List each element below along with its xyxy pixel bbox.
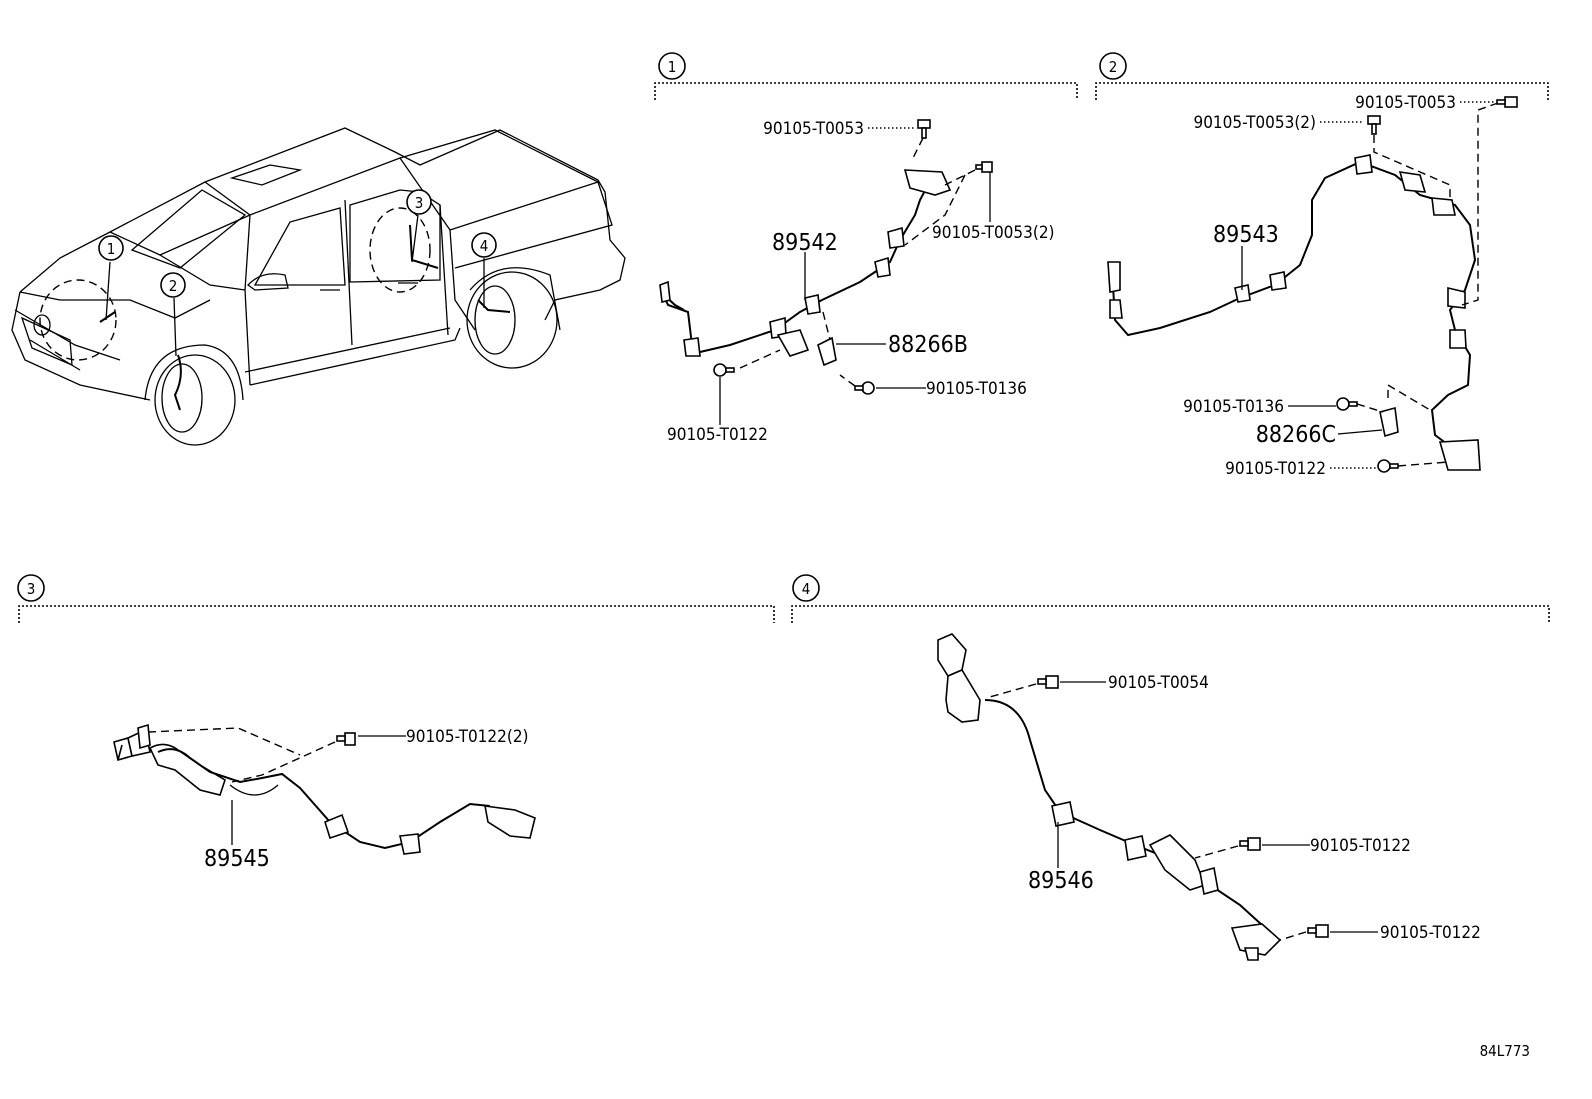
- bolt-top-icon: [1367, 115, 1381, 135]
- sensor-wire-89546: [984, 699, 1263, 926]
- truck-callout-2: [160, 272, 186, 298]
- group-1: 1: [654, 52, 1078, 445]
- group-2: 2: [1095, 52, 1549, 479]
- label-89542: 89542: [772, 230, 838, 256]
- group-2-callout-label: 2: [1109, 58, 1118, 76]
- label-89543: 89543: [1213, 222, 1279, 248]
- bolt-icon: [336, 732, 356, 746]
- group-3-bracket: [18, 605, 775, 623]
- group-3: 3 90105-T0122(2) 89545: [17, 574, 775, 872]
- group-1-callout: [658, 52, 686, 80]
- truck-callout-1: [98, 235, 124, 261]
- bolt-bottom-icon: [1307, 924, 1329, 938]
- truck-callout-4: [471, 232, 497, 258]
- bracket-89545: [148, 743, 226, 796]
- label-90105-t0053: 90105-T0053: [763, 119, 864, 139]
- group-3-callout: [17, 574, 45, 602]
- group-2-bracket: [1095, 82, 1549, 100]
- bolt-bracket-icon: [854, 381, 875, 395]
- group-1-callout-label: 1: [668, 58, 677, 76]
- label-90105-t0136: 90105-T0136: [926, 379, 1027, 399]
- label-90105-t0053: 90105-T0053: [1355, 93, 1456, 113]
- bolt-bottom-icon: [713, 363, 735, 377]
- group-4-callout: [792, 574, 820, 602]
- label-90105-t0122-bottom: 90105-T0122: [1380, 923, 1481, 943]
- bolt-top-icon: [1037, 675, 1059, 689]
- truck-callout-4-label: 4: [480, 237, 489, 255]
- label-90105-t0054: 90105-T0054: [1108, 673, 1209, 693]
- label-89546: 89546: [1028, 868, 1094, 894]
- label-90105-t0136: 90105-T0136: [1183, 397, 1284, 417]
- sensor-wire-89543: [1111, 160, 1477, 451]
- bracket-88266c: [1379, 406, 1399, 438]
- group-4: 4 90105-T0054 90105-T0122: [791, 574, 1550, 961]
- truck-callout-3: [406, 189, 432, 215]
- bolt-top-icon: [917, 119, 931, 139]
- truck-callout-2-label: 2: [169, 277, 178, 295]
- group-4-bracket: [791, 605, 1550, 623]
- label-90105-t0122: 90105-T0122: [1225, 459, 1326, 479]
- label-88266b: 88266B: [888, 332, 968, 358]
- bracket-88266b: [817, 336, 837, 367]
- bracket-top-89546: [945, 668, 981, 723]
- group-3-callout-label: 3: [27, 580, 36, 598]
- truck-callout-3-label: 3: [415, 194, 424, 212]
- sensor-wire-89542: [661, 179, 936, 354]
- group-2-callout: [1099, 52, 1127, 80]
- label-90105-t0122-2: 90105-T0122(2): [406, 727, 529, 747]
- bolt-right-icon: [975, 161, 993, 173]
- label-89545: 89545: [204, 846, 270, 872]
- group-1-bracket: [654, 82, 1078, 100]
- label-90105-t0122: 90105-T0122: [667, 425, 768, 445]
- label-90105-t0053-2: 90105-T0053(2): [932, 223, 1055, 243]
- bolt-bracket-icon: [1336, 397, 1358, 411]
- label-90105-t0122-mid: 90105-T0122: [1310, 836, 1411, 856]
- bolt-bottom-icon: [1377, 459, 1399, 473]
- truck-illustration: 1 2 3 4: [11, 127, 626, 446]
- label-90105-t0053-2: 90105-T0053(2): [1193, 113, 1316, 133]
- sensor-wire-89545: [157, 748, 491, 850]
- bracket-mid-89546: [1148, 834, 1207, 891]
- label-88266c: 88266C: [1256, 422, 1336, 448]
- truck-callout-1-label: 1: [107, 240, 116, 258]
- diagram-code: 84L773: [1480, 1042, 1530, 1060]
- bolt-mid-icon: [1239, 837, 1261, 851]
- group-4-callout-label: 4: [802, 580, 811, 598]
- bolt-top-right-icon: [1496, 96, 1518, 108]
